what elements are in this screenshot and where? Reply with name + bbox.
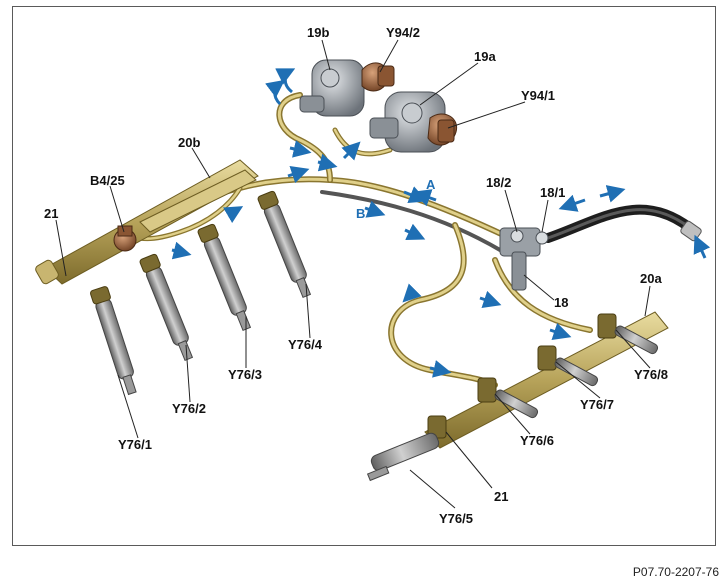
pressure-sensor-b4-25 (113, 225, 137, 252)
injector-y76-7 (537, 345, 599, 387)
injector-y76-1 (90, 286, 137, 396)
flow-arrows (171, 68, 711, 378)
label-rail-20a: 20a (640, 271, 662, 286)
leader-lines (55, 39, 651, 509)
label-pump-19a: 19a (474, 49, 496, 64)
label-injector-y76-4: Y76/4 (288, 337, 322, 352)
flow-label-a: A (426, 177, 436, 192)
injector-y76-8 (597, 313, 659, 355)
label-injector-y76-3: Y76/3 (228, 367, 262, 382)
valve-y94-2 (361, 62, 395, 92)
label-sensor-b4-25: B4/25 (90, 173, 125, 188)
injector-y76-5 (366, 415, 447, 482)
fuel-rail-20b-upper (139, 169, 257, 233)
pump-19b (299, 59, 365, 117)
flow-label-b: B (356, 206, 366, 221)
label-injector-y76-6: Y76/6 (520, 433, 554, 448)
label-valve-y94-1: Y94/1 (521, 88, 555, 103)
injector-y76-4 (257, 190, 312, 299)
label-injector-y76-5: Y76/5 (439, 511, 473, 526)
label-distributor-18: 18 (554, 295, 569, 310)
injector-y76-2 (139, 253, 194, 362)
figure-caption: P07.70-2207-76 (632, 565, 719, 579)
label-port-18-1: 18/1 (540, 185, 566, 200)
label-fitting-21-right: 21 (494, 489, 509, 504)
label-injector-y76-7: Y76/7 (580, 397, 614, 412)
label-injector-y76-2: Y76/2 (172, 401, 206, 416)
label-port-18-2: 18/2 (486, 175, 512, 190)
label-valve-y94-2: Y94/2 (386, 25, 420, 40)
label-injector-y76-8: Y76/8 (634, 367, 668, 382)
label-injector-y76-1: Y76/1 (118, 437, 152, 452)
label-fitting-21-left: 21 (44, 206, 59, 221)
label-pump-19b: 19b (307, 25, 330, 40)
injector-y76-6 (477, 377, 539, 419)
distributor-block (499, 227, 549, 291)
label-rail-20b: 20b (178, 135, 201, 150)
valve-y94-1 (427, 113, 458, 146)
injector-y76-3 (197, 223, 252, 332)
supply-hose (543, 204, 702, 243)
